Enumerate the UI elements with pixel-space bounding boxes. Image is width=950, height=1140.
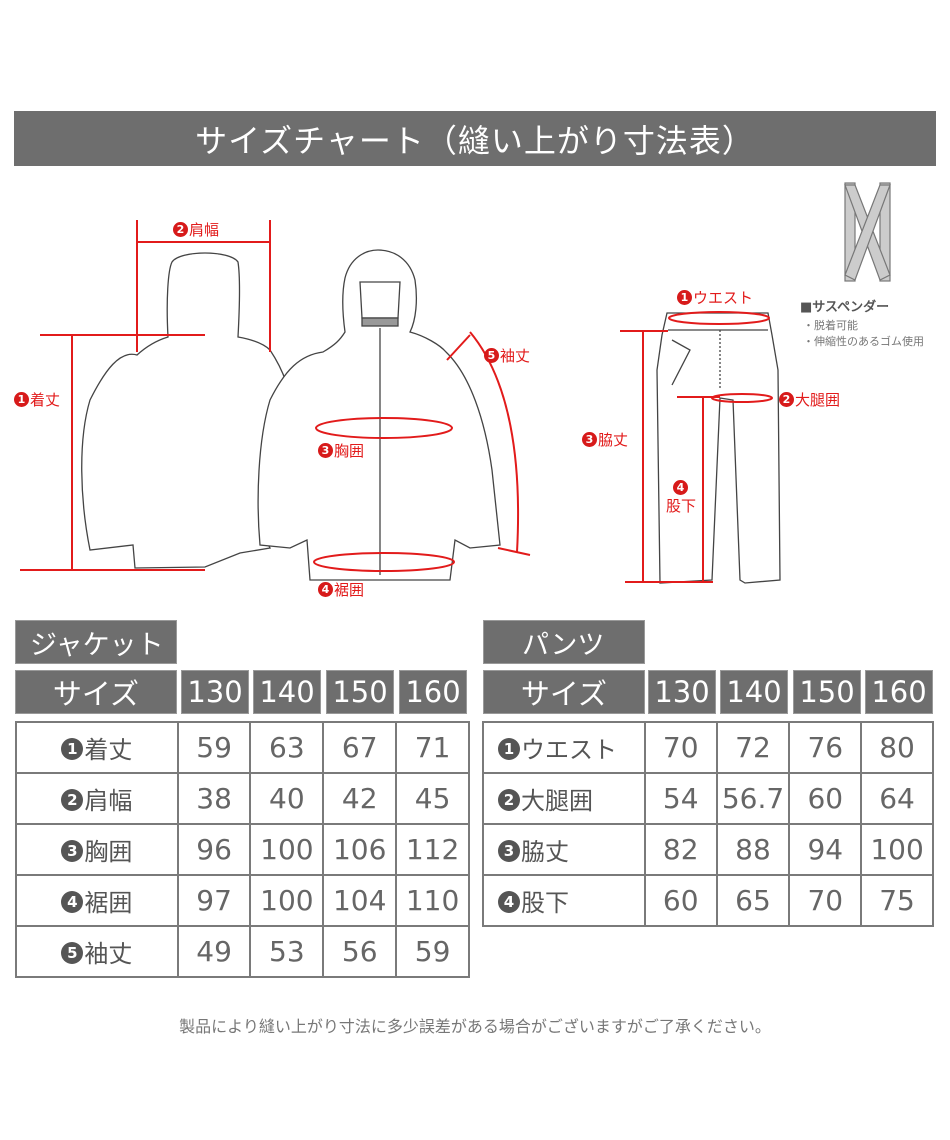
cell: 40 <box>249 772 325 825</box>
pants-size-140: 140 <box>720 670 788 714</box>
jacket-section-label: ジャケット <box>15 620 177 664</box>
pants-size-header: サイズ <box>483 670 645 714</box>
cell: 100 <box>249 823 325 876</box>
suspender-note: ・伸縮性のあるゴム使用 <box>803 335 924 348</box>
cell: 100 <box>249 874 325 927</box>
cell: 54 <box>643 772 718 825</box>
cell: 45 <box>395 772 470 825</box>
cell: 97 <box>176 874 252 927</box>
cell: 94 <box>788 823 863 876</box>
pants-size-160: 160 <box>865 670 933 714</box>
cell: 59 <box>176 721 252 774</box>
cell: 71 <box>395 721 470 774</box>
page-title: サイズチャート（縫い上がり寸法表） <box>14 111 936 166</box>
garment-measurement-diagram <box>20 182 891 584</box>
suspender-title: ■サスペンダー <box>800 300 890 315</box>
cell: 76 <box>788 721 863 774</box>
cell: 60 <box>788 772 863 825</box>
cell: 67 <box>322 721 398 774</box>
pants-size-150: 150 <box>793 670 861 714</box>
cell: 100 <box>860 823 934 876</box>
disclaimer-note: 製品により縫い上がり寸法に多少誤差がある場合がございますがご了承ください。 <box>179 1017 771 1036</box>
cell: 88 <box>715 823 791 876</box>
cell: 65 <box>715 874 791 927</box>
jacket-size-130: 130 <box>181 670 249 714</box>
cell: 110 <box>395 874 470 927</box>
cell: 70 <box>643 721 718 774</box>
suspender-illustration <box>844 182 891 282</box>
pants-illustration <box>656 312 781 584</box>
jacket-size-header: サイズ <box>15 670 177 714</box>
cell: 56.7 <box>715 772 791 825</box>
cell: 72 <box>715 721 791 774</box>
cell: 60 <box>643 874 718 927</box>
suspender-note: ・脱着可能 <box>803 319 858 332</box>
cell: 63 <box>249 721 325 774</box>
cell: 82 <box>643 823 718 876</box>
pants-section-label: パンツ <box>483 620 645 664</box>
jacket-size-160: 160 <box>399 670 467 714</box>
jacket-front-illustration <box>257 249 501 581</box>
cell: 49 <box>176 925 252 978</box>
jacket-size-140: 140 <box>253 670 321 714</box>
cell: 38 <box>176 772 252 825</box>
cell: 59 <box>395 925 470 978</box>
pants-size-130: 130 <box>648 670 716 714</box>
cell: 112 <box>395 823 470 876</box>
cell: 56 <box>322 925 398 978</box>
jacket-size-150: 150 <box>326 670 394 714</box>
cell: 75 <box>860 874 934 927</box>
cell: 64 <box>860 772 934 825</box>
cell: 42 <box>322 772 398 825</box>
cell: 70 <box>788 874 863 927</box>
cell: 80 <box>860 721 934 774</box>
cell: 96 <box>176 823 252 876</box>
cell: 104 <box>322 874 398 927</box>
cell: 106 <box>322 823 398 876</box>
cell: 53 <box>249 925 325 978</box>
